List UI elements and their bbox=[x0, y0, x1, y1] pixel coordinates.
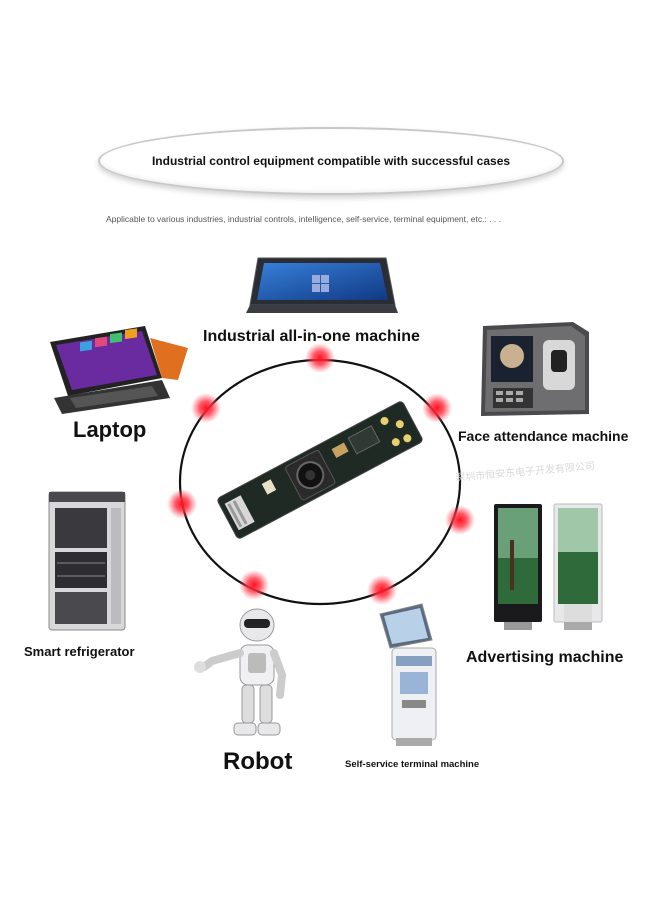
label-smart-refrigerator: Smart refrigerator bbox=[24, 644, 135, 659]
label-advertising-machine: Advertising machine bbox=[466, 649, 624, 666]
self-service-terminal-icon bbox=[379, 603, 437, 746]
face-attendance-icon bbox=[481, 322, 589, 416]
glow-dot bbox=[167, 489, 197, 519]
advertising-machine-icon bbox=[494, 503, 603, 630]
glow-dot bbox=[305, 343, 335, 373]
page-subtitle: Applicable to various industries, indust… bbox=[106, 214, 501, 224]
glow-dot bbox=[191, 393, 221, 423]
glow-dot bbox=[422, 393, 452, 423]
page-title: Industrial control equipment compatible … bbox=[151, 154, 511, 168]
glow-dot bbox=[445, 505, 475, 535]
label-industrial-all-in-one: Industrial all-in-one machine bbox=[203, 328, 420, 345]
glow-dot bbox=[367, 575, 397, 605]
industrial-monitor-icon bbox=[246, 257, 398, 313]
glow-dot bbox=[239, 570, 269, 600]
label-self-service-terminal: Self-service terminal machine bbox=[345, 759, 480, 770]
smart-refrigerator-icon bbox=[48, 491, 126, 631]
label-laptop: Laptop bbox=[73, 417, 147, 442]
robot-icon bbox=[194, 608, 287, 736]
title-ellipse: Industrial control equipment compatible … bbox=[98, 127, 564, 195]
label-robot: Robot bbox=[223, 748, 293, 775]
camera-module-icon bbox=[217, 401, 423, 539]
laptop-icon bbox=[50, 326, 188, 414]
label-face-attendance: Face attendance machine bbox=[458, 428, 629, 444]
